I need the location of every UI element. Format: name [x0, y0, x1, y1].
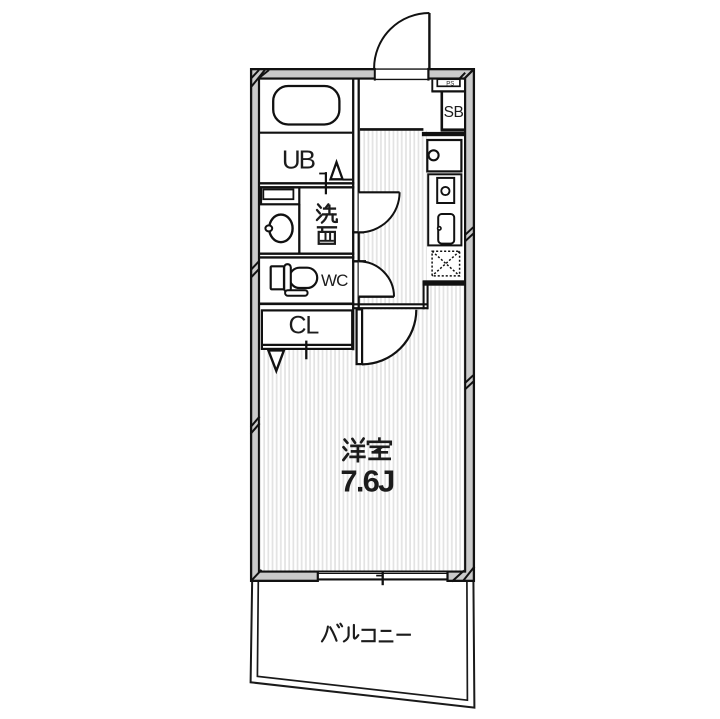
svg-text:PS: PS [446, 81, 454, 87]
svg-text:UB: UB [282, 144, 315, 174]
svg-text:CL: CL [289, 311, 320, 339]
svg-text:SB: SB [444, 104, 464, 121]
svg-text:7.6J: 7.6J [340, 463, 394, 498]
svg-text:WC: WC [321, 271, 348, 290]
